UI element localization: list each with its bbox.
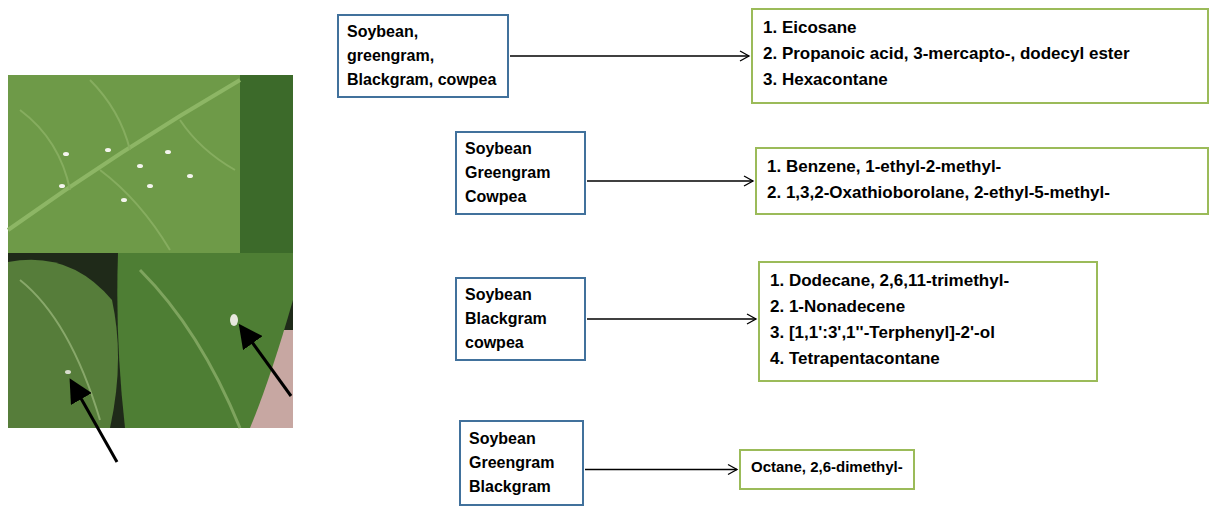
compound-item: 1. Dodecane, 2,6,11-trimethyl-: [770, 268, 1086, 294]
arrow-connector: [587, 314, 756, 324]
compound-item: 1. Benzene, 1-ethyl-2-methyl-: [767, 154, 1197, 180]
crop-group-box: Soybean Blackgram cowpea: [455, 277, 586, 361]
egg: [165, 150, 171, 154]
right-leaf: [117, 253, 293, 428]
lower-leaves: [8, 253, 293, 428]
left-leaf: [8, 260, 118, 428]
egg: [121, 198, 127, 202]
egg: [65, 370, 71, 374]
arrow-head: [740, 51, 749, 61]
leaf-midrib: [20, 280, 100, 420]
compound-item: 4. Tetrapentacontane: [770, 346, 1086, 372]
inset-ground: [8, 75, 240, 253]
connector-line: [587, 180, 753, 181]
crop-group-box: Soybean Greengram Blackgram: [459, 420, 584, 506]
whitefly-eggs: [59, 148, 193, 202]
arrow-head: [728, 465, 737, 475]
arrow-connector: [510, 51, 749, 61]
crop-names: Soybean, greengram, Blackgram, cowpea: [347, 20, 499, 92]
egg: [230, 314, 238, 326]
egg: [137, 164, 143, 168]
compound-item: 1. Eicosane: [763, 15, 1197, 41]
arrow-head: [747, 314, 756, 324]
crop-names: Soybean Greengram Cowpea: [465, 137, 576, 209]
connector-line: [585, 469, 737, 470]
inset-leaf: [8, 75, 240, 253]
compound-item: 2. 1-Nonadecene: [770, 294, 1086, 320]
egg: [63, 152, 69, 156]
compound-item: 3. [1,1':3',1''-Terphenyl]-2'-ol: [770, 320, 1086, 346]
egg: [59, 184, 65, 188]
connector-line: [587, 318, 756, 319]
compound-list-box: 1. Dodecane, 2,6,11-trimethyl-2. 1-Nonad…: [758, 261, 1098, 382]
leaf-patch: [240, 75, 293, 253]
crop-names: Soybean Blackgram cowpea: [465, 283, 576, 355]
photo-ground: [8, 75, 293, 428]
egg: [105, 148, 111, 152]
leaf-vein: [20, 80, 235, 250]
compound-item: 2. Propanoic acid, 3-mercapto-, dodecyl …: [763, 41, 1197, 67]
compound-list-box: 1. Benzene, 1-ethyl-2-methyl-2. 1,3,2-Ox…: [755, 147, 1209, 215]
crop-group-box: Soybean, greengram, Blackgram, cowpea: [337, 14, 509, 98]
crop-group-box: Soybean Greengram Cowpea: [455, 131, 586, 215]
leaf-midrib: [140, 270, 240, 428]
connector-line: [510, 55, 749, 56]
crop-names: Soybean Greengram Blackgram: [469, 427, 574, 499]
egg: [147, 184, 153, 188]
arrow-connector: [587, 176, 753, 186]
egg: [187, 174, 193, 178]
compound-item: 3. Hexacontane: [763, 67, 1197, 93]
pointer-arrows: [74, 331, 291, 462]
arrow-head: [744, 176, 753, 186]
compound-item: 2. 1,3,2-Oxathioborolane, 2-ethyl-5-meth…: [767, 180, 1197, 206]
pointer-arrow: [74, 386, 117, 462]
compound-list-box: Octane, 2,6-dimethyl-: [739, 449, 915, 490]
photo-background: [8, 75, 293, 428]
arrow-connector: [585, 465, 737, 475]
compound-list-box: 1. Eicosane2. Propanoic acid, 3-mercapto…: [751, 8, 1209, 104]
leaf-vein: [8, 80, 240, 230]
pointer-arrow: [244, 331, 291, 396]
compound-item: Octane, 2,6-dimethyl-: [751, 456, 903, 478]
